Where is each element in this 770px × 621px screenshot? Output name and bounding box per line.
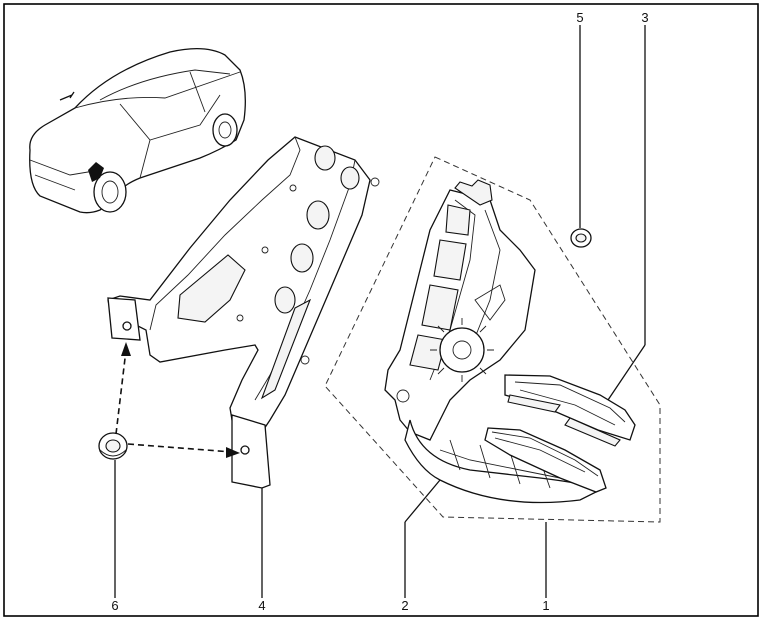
callout-1: 1 [542,598,549,613]
callout-5: 5 [576,10,583,25]
diagram-frame [3,3,759,617]
car-location-thumbnail [29,48,246,214]
callout-3: 3 [641,10,648,25]
pedal-assembly-outline [324,156,661,523]
accelerator-pedal-module [384,179,636,504]
clip-nut-upper [570,228,592,248]
pedal-bracket [107,136,380,489]
callout-6: 6 [111,598,118,613]
callout-4: 4 [258,598,265,613]
leader-lines [114,25,646,598]
callout-2: 2 [401,598,408,613]
assembly-arrows [115,342,240,458]
clip-nut-lower [98,432,128,460]
